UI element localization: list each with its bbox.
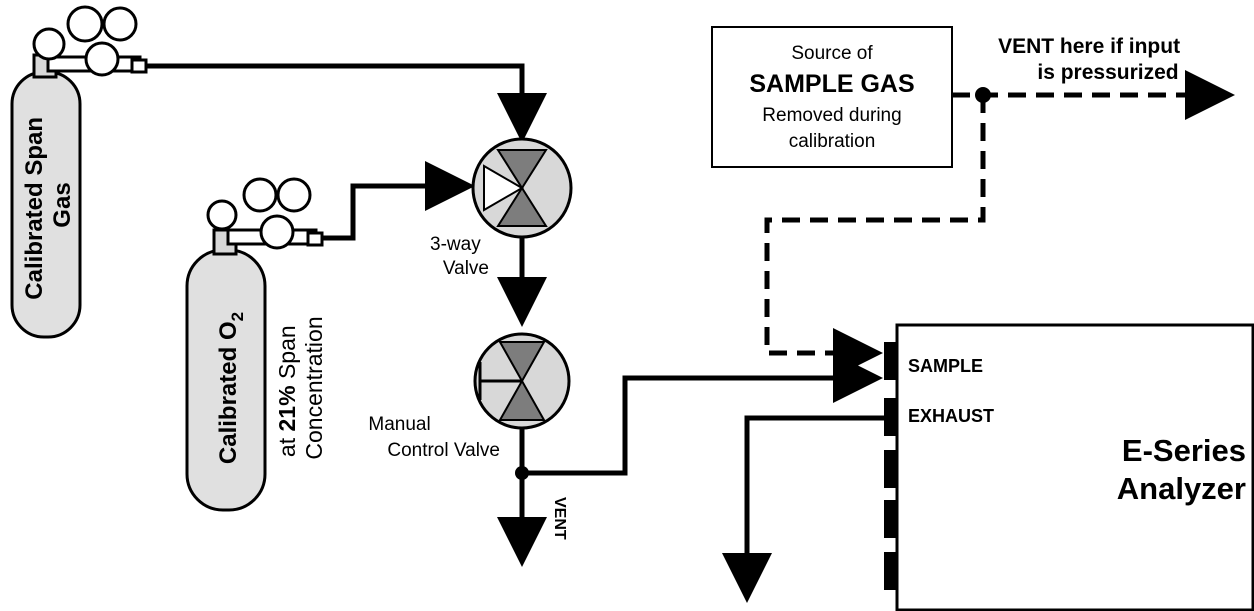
o2-cylinder-label: Calibrated O2 bbox=[215, 312, 247, 464]
span-cylinder-label: Calibrated Span Gas bbox=[21, 110, 76, 299]
o2-caption: at 21% Span Concentration bbox=[274, 316, 327, 459]
o2-regulator-icon bbox=[206, 177, 324, 250]
source-box-line4: calibration bbox=[789, 131, 876, 152]
port-fitting-5 bbox=[884, 552, 897, 590]
three-way-valve-label: 3-way Valve bbox=[430, 234, 489, 279]
span-regulator-icon bbox=[32, 5, 148, 77]
gas-lines bbox=[146, 63, 888, 603]
exhaust-port-label: EXHAUST bbox=[908, 406, 994, 426]
source-box-line2: SAMPLE GAS bbox=[749, 70, 914, 98]
manual-valve-icon bbox=[473, 332, 571, 430]
three-way-valve-icon bbox=[471, 137, 573, 239]
port-fitting-3 bbox=[884, 450, 897, 488]
vent-bottom-label: VENT bbox=[551, 497, 568, 540]
sample-port-label: SAMPLE bbox=[908, 356, 983, 376]
vent-top-label: VENT here if input is pressurized bbox=[998, 35, 1186, 84]
span-gas-line bbox=[146, 63, 547, 143]
source-junction bbox=[975, 87, 991, 103]
source-to-sample-line bbox=[764, 95, 986, 378]
source-box-line3: Removed during bbox=[762, 105, 901, 126]
analyzer-title-line1: E-Series bbox=[1122, 433, 1246, 468]
manual-valve-label: Manual Control Valve bbox=[368, 414, 500, 461]
port-fitting-4 bbox=[884, 500, 897, 538]
analyzer-title-line2: Analyzer bbox=[1117, 471, 1246, 506]
sample-source-box: Source of SAMPLE GAS Removed during cali… bbox=[711, 26, 953, 168]
source-box-line1: Source of bbox=[791, 43, 873, 64]
o2-gas-line bbox=[322, 161, 475, 241]
sample-feed-line bbox=[522, 353, 883, 476]
sample-port-fitting bbox=[884, 342, 897, 380]
exhaust-port-fitting bbox=[884, 398, 897, 436]
o2-cylinder: Calibrated O2 at 21% Span Concentration bbox=[185, 177, 327, 512]
span-gas-cylinder: Calibrated Span Gas bbox=[10, 5, 148, 339]
tee-junction bbox=[515, 466, 529, 480]
analyzer-box: SAMPLE EXHAUST E-Series Analyzer bbox=[884, 323, 1254, 611]
exhaust-line bbox=[722, 415, 888, 603]
dashed-lines bbox=[764, 70, 1235, 378]
